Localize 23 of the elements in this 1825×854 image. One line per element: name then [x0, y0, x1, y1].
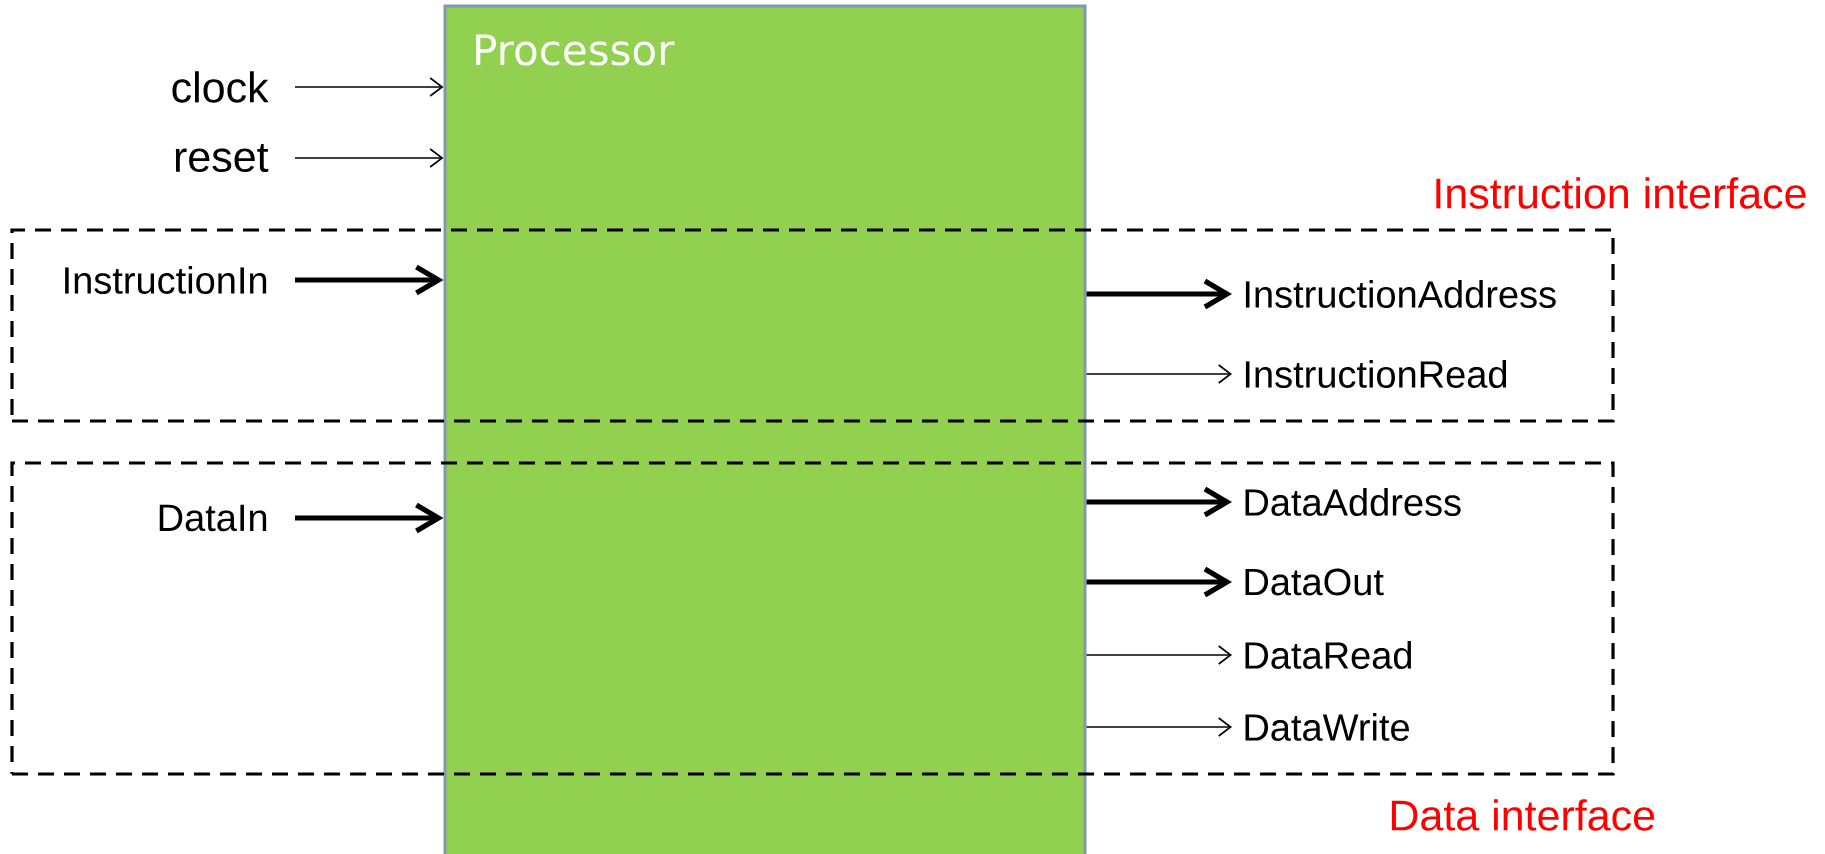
arrow — [294, 77, 444, 97]
signal-label: DataIn — [159, 504, 267, 532]
signal-label: DataWrite — [1245, 713, 1409, 741]
arrow — [1085, 645, 1232, 665]
arrow — [1085, 717, 1232, 737]
signal-label: DataRead — [1245, 641, 1411, 669]
node-label: Instruction interface — [1436, 177, 1806, 209]
signal-label: DataOut — [1245, 568, 1384, 596]
arrow — [1085, 364, 1232, 384]
arrow — [294, 148, 444, 168]
signal-label: InstructionRead — [1245, 360, 1507, 388]
signal-label: InstructionIn — [65, 266, 267, 294]
signal-label: clock — [172, 71, 269, 103]
arrow — [295, 264, 444, 296]
signal-label: DataAddress — [1245, 488, 1461, 516]
signal-label: InstructionAddress — [1245, 280, 1556, 308]
arrow — [1086, 278, 1232, 310]
arrow — [1086, 566, 1232, 598]
signal-label: reset — [175, 143, 269, 173]
node-label: Data interface — [1391, 799, 1655, 831]
arrow — [295, 502, 444, 534]
processor-block: Processor — [443, 4, 1087, 854]
arrow — [1086, 486, 1232, 518]
